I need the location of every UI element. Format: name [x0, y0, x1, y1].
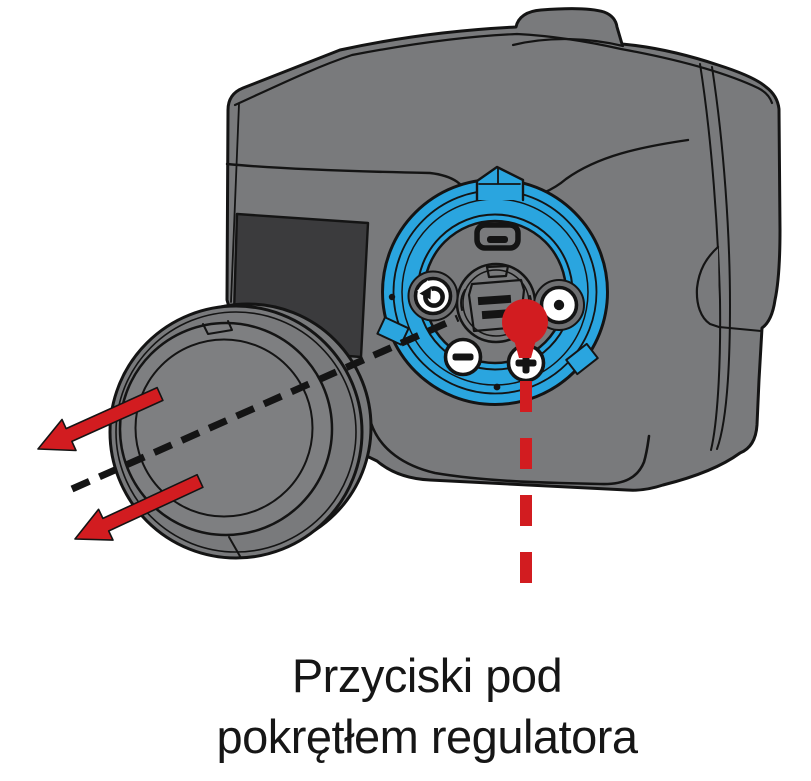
minus-button	[443, 337, 483, 377]
caption-line-2: pokrętłem regulatora	[216, 710, 638, 763]
usb-slot	[487, 236, 508, 243]
corner-seam-a	[699, 63, 722, 451]
return-arrow-icon	[417, 280, 445, 308]
left-bevel-line	[230, 103, 240, 303]
minus-icon	[452, 353, 474, 361]
cap-rim-line	[115, 311, 357, 553]
side-latch	[695, 245, 721, 329]
dot-icon	[553, 299, 565, 311]
bottom-panel-seam	[369, 421, 651, 486]
panel-hole-bottom	[493, 383, 501, 391]
plus-button-highlight	[502, 299, 548, 584]
caption-line-1: Przyciski pod	[291, 649, 563, 702]
knob-cap	[108, 302, 373, 560]
bezel-tab-top	[475, 165, 525, 202]
top-face-edge	[233, 32, 774, 107]
micro-usb-port	[474, 222, 521, 251]
removal-arrow-lower	[74, 473, 204, 541]
return-button	[407, 270, 459, 322]
removal-arrow-upper	[37, 386, 164, 452]
cap-seam	[228, 536, 242, 559]
bezel-notch-lower-left	[376, 316, 410, 346]
bezel-notch-lower-right	[565, 342, 599, 376]
cap-notch	[202, 320, 233, 335]
corner-seam-b	[711, 66, 731, 450]
side-seam-horizontal	[718, 326, 762, 332]
caption: Przyciski pod pokrętłem regulatora	[216, 645, 638, 767]
cap-face-inner	[134, 338, 314, 518]
top-bump-base	[511, 37, 625, 48]
panel-hole-left	[388, 293, 396, 301]
highlight-dot	[502, 299, 548, 345]
removal-arrows	[37, 386, 204, 541]
cap-face	[118, 321, 334, 537]
axis-dashed-line	[70, 314, 460, 493]
